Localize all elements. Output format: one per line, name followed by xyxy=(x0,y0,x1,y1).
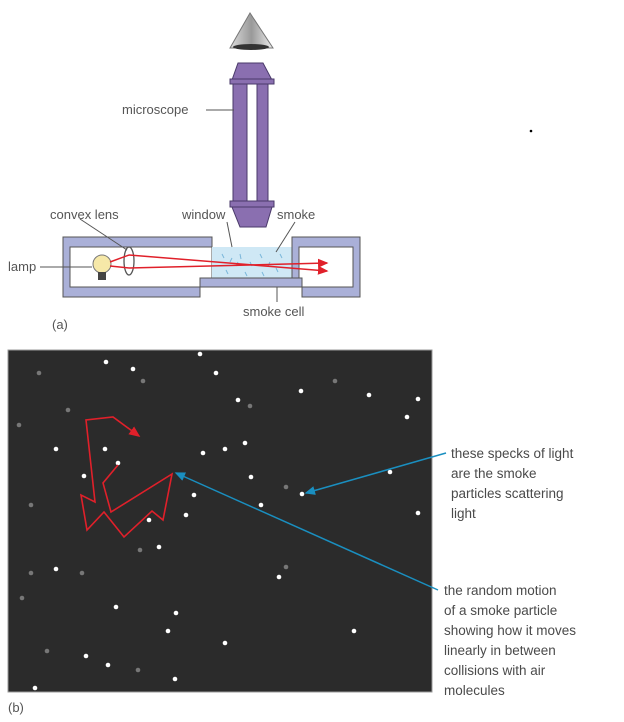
speck-bright xyxy=(183,512,189,518)
speck-bright xyxy=(415,396,421,402)
speck-bright xyxy=(113,604,119,610)
speck-bright xyxy=(173,610,179,616)
speck-bright xyxy=(172,676,178,682)
motion-leader xyxy=(174,472,439,591)
speck-dim xyxy=(332,378,338,384)
speck-bright xyxy=(222,446,228,452)
smoke-cell-label: smoke cell xyxy=(243,304,305,319)
speck-bright xyxy=(156,544,162,550)
speck-bright xyxy=(105,662,111,668)
speck-bright xyxy=(351,628,357,634)
speck-bright xyxy=(366,392,372,398)
speck-bright xyxy=(222,640,228,646)
microscope-view: these specks of light are the smoke part… xyxy=(7,349,580,715)
speck-dim xyxy=(16,422,22,428)
speck-bright xyxy=(146,517,152,523)
speck-bright xyxy=(248,474,254,480)
speck-bright xyxy=(53,446,59,452)
smoke-label: smoke xyxy=(277,207,315,222)
speck-bright xyxy=(276,574,282,580)
speck-bright xyxy=(197,351,203,357)
speck-dim xyxy=(65,407,71,413)
speck-dim xyxy=(44,648,50,654)
speck-dim xyxy=(135,667,141,673)
speck-bright xyxy=(242,440,248,446)
smoke-specks xyxy=(16,351,421,691)
speck-bright xyxy=(53,566,59,572)
specks-note: these specks of light are the smoke part… xyxy=(451,446,577,521)
speck-bright xyxy=(115,460,121,466)
speck-bright xyxy=(299,491,305,497)
window-label: window xyxy=(181,207,226,222)
speck-dim xyxy=(36,370,42,376)
lamp-icon xyxy=(92,254,112,280)
speck-bright xyxy=(81,473,87,479)
speck-bright xyxy=(200,450,206,456)
apparatus-diagram: microscope lamp convex lens xyxy=(8,12,361,332)
speck-bright xyxy=(165,628,171,634)
speck-bright xyxy=(213,370,219,376)
speck-dim xyxy=(137,547,143,553)
speck-bright xyxy=(235,397,241,403)
convex-lens xyxy=(123,246,135,276)
random-motion-path xyxy=(79,416,174,539)
speck-dim xyxy=(28,502,34,508)
speck-bright xyxy=(191,492,197,498)
light-rays xyxy=(109,254,329,275)
specks-leader xyxy=(304,452,447,495)
eyepiece-icon xyxy=(229,12,274,50)
motion-note: the random motion of a smoke particle sh… xyxy=(444,583,580,698)
speck-bright xyxy=(404,414,410,420)
stray-dot xyxy=(529,129,533,133)
convex-lens-label: convex lens xyxy=(50,207,119,222)
smoke-cell-housing xyxy=(62,236,361,298)
speck-bright xyxy=(298,388,304,394)
speck-bright xyxy=(387,469,393,475)
part-b-label: (b) xyxy=(8,700,24,715)
speck-dim xyxy=(140,378,146,384)
lamp-label: lamp xyxy=(8,259,36,274)
part-a-label: (a) xyxy=(52,317,68,332)
speck-bright xyxy=(415,510,421,516)
speck-bright xyxy=(103,359,109,365)
speck-dim xyxy=(247,403,253,409)
speck-bright xyxy=(258,502,264,508)
speck-dim xyxy=(19,595,25,601)
speck-bright xyxy=(32,685,38,691)
speck-dim xyxy=(283,564,289,570)
microscope xyxy=(229,62,275,228)
speck-dim xyxy=(28,570,34,576)
speck-bright xyxy=(83,653,89,659)
view-panel xyxy=(7,349,433,693)
speck-bright xyxy=(102,446,108,452)
speck-dim xyxy=(79,570,85,576)
microscope-label: microscope xyxy=(122,102,188,117)
speck-bright xyxy=(130,366,136,372)
speck-dim xyxy=(283,484,289,490)
